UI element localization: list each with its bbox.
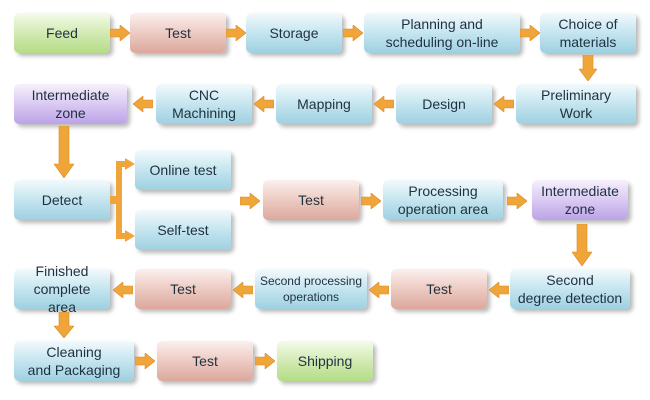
cnc-label-line1: CNC [188, 87, 220, 103]
intermediate-zone-node-1: Intermediate zone [14, 84, 127, 124]
preliminary-label-line2: Work [559, 105, 593, 121]
cleaning-label-line1: Cleaning [46, 344, 102, 360]
finished-label-line2: complete area [33, 281, 91, 315]
arrow-right-planning-to-choice [520, 25, 540, 41]
choice-label-line2: materials [559, 34, 617, 50]
processing-operation-area-node: Processing operation area [383, 180, 503, 220]
preliminary-label-line1: Preliminary [540, 87, 611, 103]
arrow-left-mapping-to-cnc [254, 96, 274, 112]
cleaning-label-line2: and Packaging [27, 362, 121, 378]
second-processing-operations-node: Second processing operations [255, 269, 367, 309]
arrow-right-processing-to-intermediate [507, 193, 527, 209]
processing-label-line2: operation area [397, 201, 489, 217]
test-node-3: Test [135, 269, 231, 309]
choice-of-materials-node: Choice of materials [540, 13, 636, 53]
preliminary-work-node: Preliminary Work [516, 84, 636, 124]
arrow-branch-detect-to-tests [110, 158, 135, 244]
arrow-right-cleaning-to-test [135, 353, 155, 369]
self-test-label: Self-test [157, 222, 209, 238]
finished-complete-area-node: Finished complete area [14, 263, 110, 315]
intermediate-zone-label-2-line2: zone [564, 201, 596, 217]
second-degree-label-line2: degree detection [517, 290, 623, 306]
arrow-left-second-degree-to-test [489, 282, 509, 298]
arrow-right-storage-to-planning [343, 25, 363, 41]
second-degree-label-line1: Second [546, 272, 594, 288]
finished-label-line1: Finished [35, 263, 89, 279]
design-node: Design [396, 84, 492, 124]
arrow-left-test-to-second-processing [369, 282, 389, 298]
detect-node: Detect [14, 180, 110, 220]
cnc-label-line2: Machining [172, 105, 236, 121]
test-node-5: Test [157, 341, 253, 381]
intermediate-zone-node-2: Intermediate zone [532, 180, 628, 220]
feed-node: Feed [14, 13, 110, 53]
storage-label: Storage [269, 25, 319, 41]
online-test-node: Online test [135, 150, 231, 190]
arrow-left-cnc-to-intermediate [133, 96, 153, 112]
test-node-4: Test [391, 269, 487, 309]
shipping-node: Shipping [277, 341, 373, 381]
arrow-left-second-processing-to-test [233, 282, 253, 298]
intermediate-zone-label-1-line1: Intermediate [31, 87, 110, 103]
mapping-node: Mapping [276, 84, 372, 124]
arrow-left-preliminary-to-design [494, 96, 514, 112]
test-label-2: Test [298, 192, 324, 208]
planning-node: Planning and scheduling on-line [364, 13, 520, 53]
storage-node: Storage [246, 13, 342, 53]
cnc-machining-node: CNC Machining [156, 84, 252, 124]
arrow-down-finished-to-cleaning [54, 312, 74, 338]
arrow-down-choice-to-preliminary [579, 55, 597, 81]
arrow-right-test-to-shipping [255, 353, 275, 369]
arrow-right-test-to-storage [226, 25, 246, 41]
test-label-5: Test [192, 353, 218, 369]
arrow-down-intermediate-to-detect [54, 126, 74, 178]
test-node-1: Test [130, 13, 226, 53]
test-node-2: Test [263, 180, 359, 220]
arrow-right-tests-to-test [240, 193, 260, 209]
design-label: Design [422, 96, 466, 112]
mapping-label: Mapping [297, 96, 351, 112]
shipping-label: Shipping [297, 353, 353, 369]
arrow-right-feed-to-test [110, 25, 130, 41]
cleaning-and-packaging-node: Cleaning and Packaging [14, 341, 134, 381]
arrow-right-test-to-processing [361, 193, 381, 209]
processing-label-line1: Processing [408, 183, 478, 199]
intermediate-zone-label-1-line2: zone [55, 105, 86, 121]
second-degree-detection-node: Second degree detection [510, 269, 630, 309]
test-label-1: Test [165, 25, 191, 41]
choice-label-line1: Choice of [558, 16, 618, 32]
planning-label-line1: Planning and [401, 16, 483, 32]
test-label-4: Test [426, 281, 452, 297]
second-processing-label-line1: Second processing [259, 274, 363, 288]
second-processing-label-line2: operations [282, 290, 340, 304]
detect-label: Detect [41, 192, 83, 208]
planning-label-line2: scheduling on-line [385, 34, 499, 50]
online-test-label: Online test [149, 162, 217, 178]
feed-label: Feed [46, 25, 78, 41]
arrow-left-design-to-mapping [374, 96, 394, 112]
arrow-down-intermediate-to-second-degree [572, 224, 592, 266]
arrow-left-test-to-finished [113, 282, 133, 298]
test-label-3: Test [170, 281, 196, 297]
intermediate-zone-label-2-line1: Intermediate [541, 183, 619, 199]
self-test-node: Self-test [135, 210, 231, 250]
